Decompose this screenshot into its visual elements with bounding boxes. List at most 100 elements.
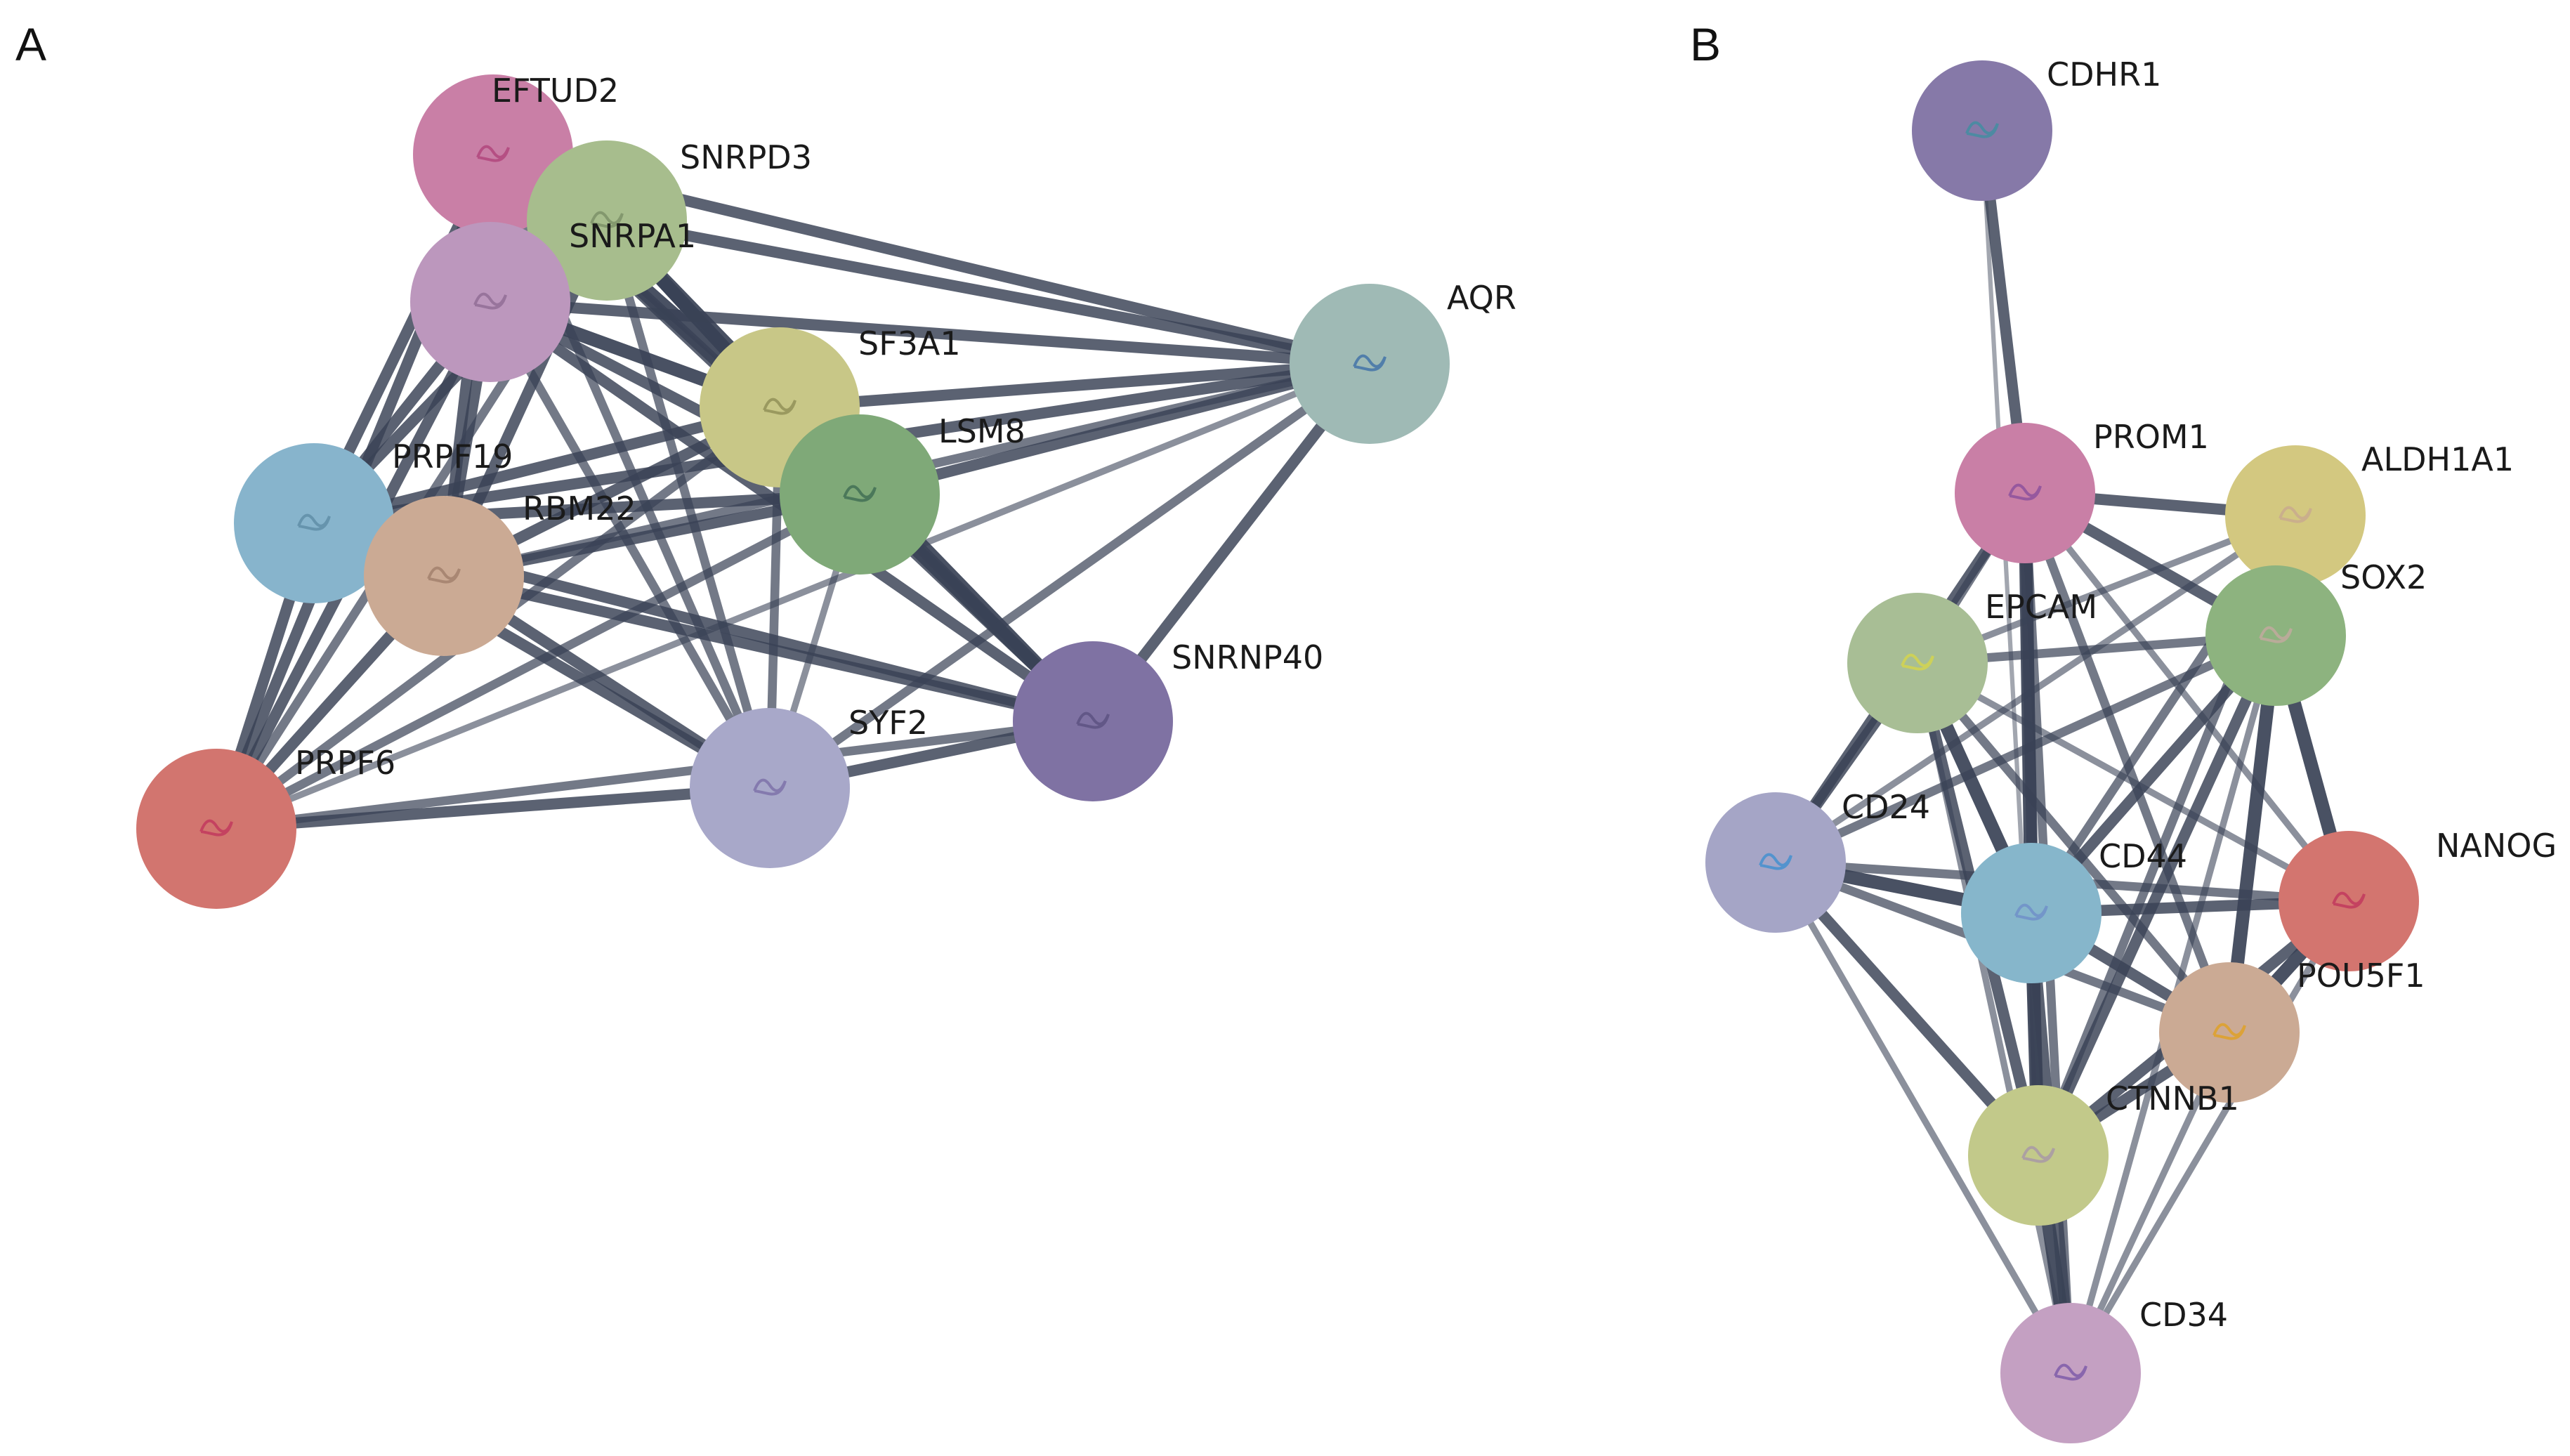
node-circle-cd34[interactable] [2000,1303,2141,1443]
edge-nanog-cd34 [2067,898,2352,1377]
node-label-rbm22: RBM22 [523,490,636,527]
node-label-prpf19: PRPF19 [392,438,513,476]
protein-structure-icon [2279,506,2312,523]
node-snrnp40[interactable]: SNRNP40 [1013,638,1323,801]
node-lsm8[interactable]: LSM8 [780,412,1025,575]
protein-structure-icon [476,145,510,162]
node-circle-syf2[interactable] [690,708,850,868]
node-ctnnb1[interactable]: CTNNB1 [1968,1080,2239,1226]
edge-sf3a1-aqr [774,358,1375,413]
protein-structure-icon [1901,653,1934,671]
node-label-sox2: SOX2 [2340,558,2427,596]
protein-structure-icon [1076,711,1110,729]
edge-sox2-cd24 [1771,631,2281,867]
protein-structure-icon [2021,1146,2055,1163]
node-circle-rbm22[interactable] [364,496,524,656]
node-prpf19[interactable]: PRPF19 [234,438,513,603]
node-label-snrnp40: SNRNP40 [1172,638,1323,676]
node-circle-aldh1a1[interactable] [2225,445,2366,586]
node-pou5f1[interactable]: POU5F1 [2159,957,2425,1103]
node-cdhr1[interactable]: CDHR1 [1912,55,2161,201]
edge-sox2-ctnnb1 [2033,630,2281,1161]
node-epcam[interactable]: EPCAM [1847,588,2097,733]
panel-b-letter: B [1690,18,1721,70]
protein-structure-icon [1353,354,1386,372]
protein-structure-icon [763,398,796,415]
node-label-prom1: PROM1 [2093,418,2209,456]
node-snrpd3[interactable]: SNRPD3 [527,138,812,301]
protein-structure-icon [2054,1363,2087,1381]
node-circle-cd44[interactable] [1961,843,2102,983]
node-nanog[interactable]: NANOG [2279,827,2557,971]
node-prpf6[interactable]: PRPF6 [136,744,395,909]
node-circle-prpf19[interactable] [234,443,394,603]
node-circle-sox2[interactable] [2205,565,2346,706]
node-cd34[interactable]: CD34 [2000,1296,2228,1443]
node-circle-lsm8[interactable] [780,414,940,575]
node-circle-pou5f1[interactable] [2159,962,2300,1103]
node-aldh1a1[interactable]: ALDH1A1 [2225,440,2514,586]
node-circle-snrpa1[interactable] [410,222,570,382]
edge-aqr-prpf6 [213,360,1373,832]
node-circle-ctnnb1[interactable] [1968,1085,2109,1226]
node-cd44[interactable]: CD44 [1961,837,2187,983]
node-circle-cdhr1[interactable] [1912,60,2052,201]
node-rbm22[interactable]: RBM22 [364,490,636,656]
node-circle-nanog[interactable] [2279,831,2419,971]
node-syf2[interactable]: SYF2 [690,704,928,868]
edge-epcam-pou5f1 [1913,658,2234,1037]
protein-structure-icon [1965,121,1999,138]
protein-structure-icon [1759,853,1792,870]
node-circle-prpf6[interactable] [136,749,296,909]
protein-structure-icon [473,292,507,310]
edge-lsm8-prpf6 [211,490,865,834]
node-label-cdhr1: CDHR1 [2047,55,2161,93]
panel-a-letter: A [15,18,46,70]
edge-prom1-nanog [2021,490,2352,905]
edge-snrpd3-aqr [601,215,1375,369]
protein-structure-icon [843,485,877,502]
node-label-sf3a1: SF3A1 [858,324,961,362]
node-label-eftud2: EFTUD2 [492,72,619,110]
node-label-cd44: CD44 [2099,837,2187,875]
protein-structure-icon [297,513,331,531]
node-circle-prom1[interactable] [1955,423,2095,563]
edge-aldh1a1-cd24 [1772,512,2299,866]
edge-prpf6-syf2 [211,782,775,834]
node-circle-aqr[interactable] [1290,284,1450,444]
edge-snrpa1-aqr [485,296,1375,369]
protein-structure-icon [753,778,787,796]
edge-epcam-nanog [1914,660,2352,905]
node-cd24[interactable]: CD24 [1705,788,1930,933]
protein-structure-icon [2259,626,2293,643]
node-label-syf2: SYF2 [848,704,928,742]
node-circle-cd24[interactable] [1705,792,1846,933]
node-label-snrpd3: SNRPD3 [680,138,812,176]
node-label-prpf6: PRPF6 [295,744,395,782]
node-label-snrpa1: SNRPA1 [569,217,696,255]
node-circle-snrpd3[interactable] [527,140,687,301]
node-sox2[interactable]: SOX2 [2205,558,2427,706]
node-circle-snrnp40[interactable] [1013,641,1173,801]
edge-epcam-cd34 [1914,660,2074,1377]
node-label-aqr: AQR [1447,279,1516,317]
node-label-pou5f1: POU5F1 [2297,957,2425,995]
node-aqr[interactable]: AQR [1290,279,1516,444]
node-prom1[interactable]: PROM1 [1955,418,2209,563]
node-snrpa1[interactable]: SNRPA1 [410,217,696,382]
edge-aqr-syf2 [765,359,1375,793]
node-label-cd24: CD24 [1842,788,1930,826]
edge-rbm22-snrnp40 [438,570,1099,727]
node-label-lsm8: LSM8 [938,412,1025,450]
protein-structure-icon [427,566,461,584]
node-label-epcam: EPCAM [1985,588,2097,626]
node-label-ctnnb1: CTNNB1 [2106,1080,2239,1117]
protein-structure-icon [199,819,233,837]
protein-structure-icon [2008,483,2042,501]
node-circle-epcam[interactable] [1847,593,1988,733]
protein-structure-icon [590,211,624,228]
node-label-aldh1a1: ALDH1A1 [2361,440,2514,478]
